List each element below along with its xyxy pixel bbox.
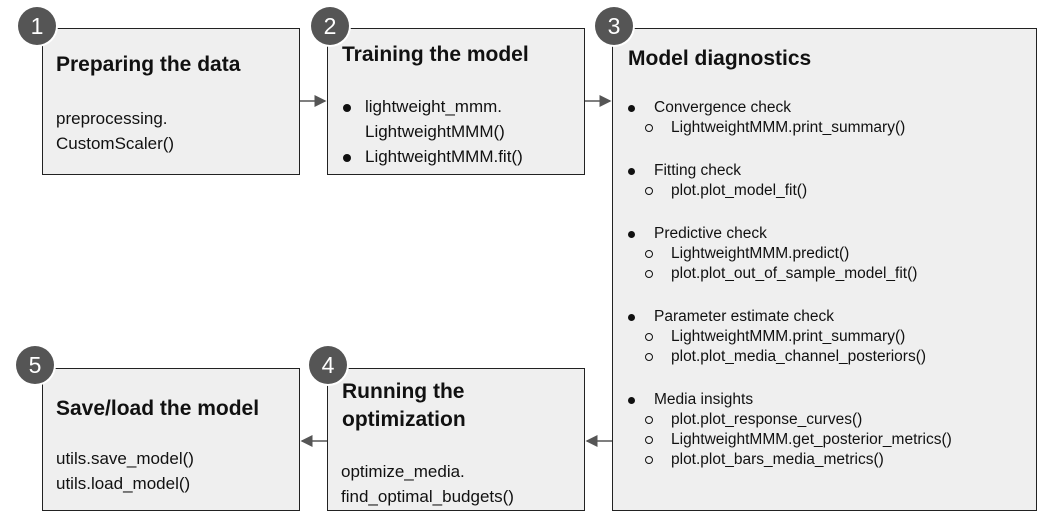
step-2-list: lightweight_mmm. LightweightMMM() Lightw…: [341, 94, 523, 169]
step-4-title-line: optimization: [342, 408, 466, 431]
step-5-box: Save/load the model utils.save_model() u…: [42, 368, 300, 511]
step-5-body: utils.save_model() utils.load_model(): [56, 446, 194, 496]
step-4-body: optimize_media. find_optimal_budgets(): [341, 459, 514, 509]
diagnostics-item: LightweightMMM.print_summary(): [625, 327, 952, 347]
diagnostics-heading: Convergence check: [625, 98, 952, 118]
step-1-box: Preparing the data preprocessing. Custom…: [42, 28, 300, 175]
step-2-bullet-line: lightweight_mmm.: [365, 97, 502, 116]
step-2-bullet-line: LightweightMMM(): [365, 122, 505, 141]
diagnostics-group: Parameter estimate check LightweightMMM.…: [625, 307, 952, 367]
step-4-title: Running the optimization: [342, 378, 466, 434]
step-1-line: CustomScaler(): [56, 134, 175, 153]
diagnostics-item: plot.plot_bars_media_metrics(): [625, 450, 952, 470]
diagnostics-group: Fitting check plot.plot_model_fit(): [625, 161, 952, 201]
step-4-badge: 4: [309, 346, 347, 384]
diagnostics-item: LightweightMMM.print_summary(): [625, 118, 952, 138]
diagnostics-heading: Media insights: [625, 390, 952, 410]
step-4-box: Running the optimization optimize_media.…: [327, 368, 585, 511]
step-1-body: preprocessing. CustomScaler(): [56, 106, 174, 156]
step-2-box: Training the model lightweight_mmm. Ligh…: [327, 28, 585, 175]
step-2-bullet: lightweight_mmm. LightweightMMM(): [341, 94, 523, 144]
step-1-title: Preparing the data: [56, 53, 241, 76]
diagnostics-item: plot.plot_media_channel_posteriors(): [625, 347, 952, 367]
step-3-badge: 3: [595, 7, 633, 45]
step-1-line: preprocessing.: [56, 109, 168, 128]
diagnostics-list: Convergence check LightweightMMM.print_s…: [625, 98, 952, 493]
diagnostics-item: LightweightMMM.get_posterior_metrics(): [625, 430, 952, 450]
step-3-title: Model diagnostics: [628, 47, 812, 70]
step-2-bullet: LightweightMMM.fit(): [341, 144, 523, 169]
diagnostics-item: plot.plot_model_fit(): [625, 181, 952, 201]
step-5-title: Save/load the model: [56, 397, 260, 420]
diagnostics-item: LightweightMMM.predict(): [625, 244, 952, 264]
step-4-title-line: Running the: [342, 380, 465, 403]
step-2-title: Training the model: [342, 43, 529, 66]
diagnostics-group: Media insights plot.plot_response_curves…: [625, 390, 952, 470]
diagnostics-item: plot.plot_out_of_sample_model_fit(): [625, 264, 952, 284]
step-4-line: find_optimal_budgets(): [341, 487, 514, 506]
step-3-box: Model diagnostics: [612, 28, 1037, 511]
diagnostics-heading: Predictive check: [625, 224, 952, 244]
step-4-line: optimize_media.: [341, 462, 465, 481]
step-5-line: utils.load_model(): [56, 474, 191, 493]
step-5-line: utils.save_model(): [56, 449, 194, 468]
step-5-badge: 5: [16, 346, 54, 384]
step-1-badge: 1: [18, 7, 56, 45]
step-2-badge: 2: [311, 7, 349, 45]
diagnostics-heading: Parameter estimate check: [625, 307, 952, 327]
diagnostics-group: Convergence check LightweightMMM.print_s…: [625, 98, 952, 138]
diagnostics-heading: Fitting check: [625, 161, 952, 181]
diagnostics-item: plot.plot_response_curves(): [625, 410, 952, 430]
diagnostics-group: Predictive check LightweightMMM.predict(…: [625, 224, 952, 284]
